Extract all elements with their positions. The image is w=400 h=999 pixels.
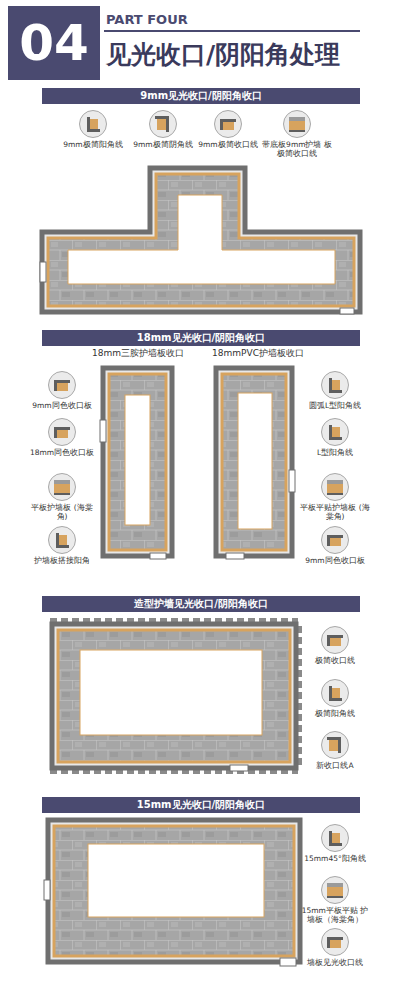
profile-icon	[49, 419, 75, 445]
profile-icon	[322, 419, 348, 445]
profile-circle: 15mm45°阳角线	[321, 824, 349, 852]
profile-icon	[322, 732, 348, 758]
profile-icon	[322, 877, 348, 903]
profile-label: 9mm极简阴角线	[128, 140, 198, 149]
profile-label: 9mm同色收口板	[27, 401, 97, 410]
profile-circle: 带底板9mm护墙 板极简收口线	[283, 110, 311, 138]
profile-label: 极简收口线	[300, 656, 370, 665]
profile-icon	[322, 929, 348, 955]
section-band: 15mm见光收口/阴阳角收口	[42, 797, 360, 813]
profile-circle: 平板护墙板 (海棠角)	[48, 473, 76, 501]
profile-icon	[49, 474, 75, 500]
profile-icon	[49, 527, 75, 553]
feature-wall-plan	[50, 620, 300, 772]
profile-circle: 圆弧L型阳角线	[321, 371, 349, 399]
section-title: 9mm见光收口/阴阳角收口	[140, 89, 261, 103]
header-rule	[104, 30, 360, 32]
profile-label: 带底板9mm护墙 板极简收口线	[262, 140, 332, 159]
profile-label: 9mm同色收口板	[300, 556, 370, 565]
profile-icon	[284, 111, 310, 137]
profile-circle: 15mm平板平贴 护墙板（海棠角）	[321, 876, 349, 904]
profile-icon	[80, 111, 106, 137]
plan-subtitle: 18mmPVC护墙板收口	[204, 347, 312, 360]
section-band: 9mm见光收口/阴阳角收口	[42, 88, 360, 104]
profile-label: 墙板见光收口线	[300, 958, 370, 967]
profile-label: L型阳角线	[300, 448, 370, 457]
profile-circle: 18mm同色收口板	[48, 418, 76, 446]
plan-15mm	[44, 820, 300, 966]
part-heading: PART FOUR	[106, 12, 188, 27]
melamine-plan	[100, 368, 172, 559]
section-title: 15mm见光收口/阴阳角收口	[137, 798, 265, 812]
plan-subtitle: 18mm三胺护墙板收口	[84, 347, 192, 360]
profile-label: 平板护墙板 (海棠角)	[27, 503, 97, 522]
profile-icon	[215, 111, 241, 137]
profile-label: 15mm45°阳角线	[300, 854, 370, 863]
section-band: 造型护墙见光收口/阴阳角收口	[42, 596, 360, 612]
profile-circle: 极简收口线	[321, 626, 349, 654]
profile-circle: 9mm同色收口板	[48, 371, 76, 399]
profile-circle: 新收口线A	[321, 731, 349, 759]
section-title: 18mm见光收口/阴阳角收口	[137, 331, 265, 345]
part-number: 04	[8, 6, 100, 80]
profile-circle: L型阳角线	[321, 418, 349, 446]
profile-circle: 9mm极简阳角线	[79, 110, 107, 138]
profile-circle: 平板平贴护墙板 (海棠角)	[321, 473, 349, 501]
header-block	[8, 6, 100, 80]
profile-label: 新收口线A	[300, 761, 370, 770]
profile-label: 9mm极简阳角线	[58, 140, 128, 149]
profile-label: 18mm同色收口板	[27, 448, 97, 457]
pvc-plan	[216, 368, 295, 559]
profile-icon	[322, 372, 348, 398]
t-plan	[40, 168, 360, 314]
section-band: 18mm见光收口/阴阳角收口	[42, 330, 360, 346]
profile-circle: 墙板见光收口线	[321, 928, 349, 956]
profile-icon	[322, 627, 348, 653]
profile-label: 圆弧L型阳角线	[300, 401, 370, 410]
profile-icon	[49, 372, 75, 398]
profile-icon	[322, 825, 348, 851]
profile-label: 15mm平板平贴 护墙板（海棠角）	[300, 906, 370, 925]
page-title: 见光收口/阴阳角处理	[106, 38, 340, 71]
profile-icon	[322, 527, 348, 553]
profile-icon	[322, 680, 348, 706]
profile-label: 护墙板搭接阳角	[27, 556, 97, 565]
profile-icon	[322, 474, 348, 500]
profile-circle: 护墙板搭接阳角	[48, 526, 76, 554]
profile-label: 极简阳角线	[300, 709, 370, 718]
profile-label: 9mm极简收口线	[193, 140, 263, 149]
profile-circle: 9mm同色收口板	[321, 526, 349, 554]
profile-circle: 9mm极简收口线	[214, 110, 242, 138]
profile-icon	[150, 111, 176, 137]
profile-circle: 9mm极简阴角线	[149, 110, 177, 138]
profile-label: 平板平贴护墙板 (海棠角)	[300, 503, 370, 522]
profile-circle: 极简阳角线	[321, 679, 349, 707]
section-title: 造型护墙见光收口/阴阳角收口	[134, 597, 268, 611]
